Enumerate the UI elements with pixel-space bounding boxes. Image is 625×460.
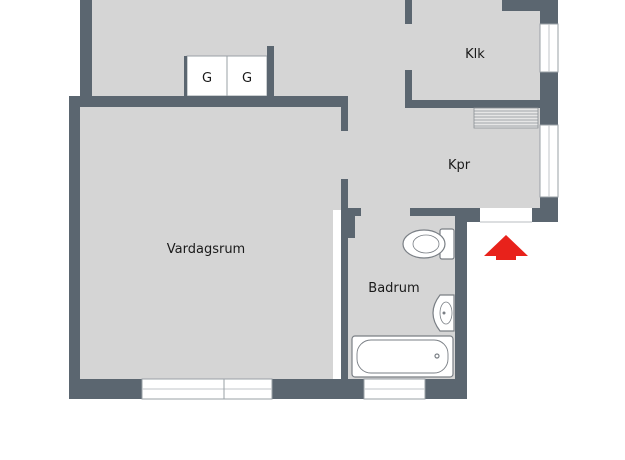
entrance-opening (480, 208, 532, 222)
wall (347, 208, 361, 216)
wall (532, 208, 558, 222)
toilet (402, 228, 455, 260)
wall (69, 379, 142, 399)
bathtub (351, 335, 454, 378)
wall (69, 96, 80, 399)
red-arrow-up-icon (484, 235, 528, 260)
closet-label-right: G (242, 71, 252, 86)
closet-label-left: G (202, 71, 212, 86)
wall (341, 179, 348, 379)
wall (69, 96, 348, 107)
wall (184, 56, 187, 96)
wall (80, 0, 92, 97)
wall (267, 46, 274, 96)
wall (341, 96, 348, 131)
wall (455, 208, 467, 399)
floor-klk (412, 0, 540, 100)
room-label-badrum: Badrum (368, 281, 419, 296)
windows (141, 23, 559, 400)
floor-vardagsrum (80, 107, 333, 379)
room-label-kpr: Kpr (448, 158, 471, 173)
wall (347, 216, 355, 238)
wall (405, 100, 540, 108)
room-label-vardagsrum: Vardagsrum (167, 242, 245, 257)
radiator (473, 107, 539, 129)
closets (186, 55, 268, 97)
wall (502, 0, 540, 11)
sink (432, 294, 455, 332)
wall (405, 70, 412, 108)
room-label-klk: Klk (465, 47, 485, 62)
wall (405, 0, 412, 24)
wall (410, 208, 480, 216)
wall (272, 379, 364, 399)
